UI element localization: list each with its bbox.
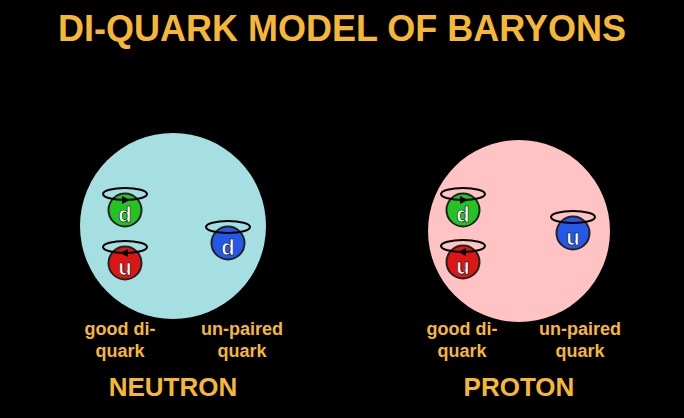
baryon-shape [80,133,266,319]
quark-flavor: d [445,197,481,233]
quark-flavor: u [555,220,591,256]
part-label: good di-quark [407,318,517,362]
part-label: un-paired quark [187,318,297,362]
spin-ring [206,221,250,233]
quark-flavor: d [210,230,246,266]
quark-flavor: d [107,197,143,233]
diagram-title: DI-QUARK MODEL OF BARYONS [0,8,684,50]
part-label: un-paired quark [525,318,635,362]
quark-circle: d [210,225,246,261]
particle-name: PROTON [428,372,610,402]
spin-ring [551,211,595,223]
particle-name: NEUTRON [80,372,266,402]
quark-circle: d [107,192,143,228]
baryon-circle: NEUTRONdud [80,133,266,319]
quark-flavor: u [445,249,481,285]
quark-circle: u [445,244,481,280]
quark-circle: d [445,192,481,228]
baryon-circle: PROTONduu [428,140,610,322]
quark-circle: u [555,215,591,251]
baryon-body [428,140,610,322]
baryon-body [80,133,266,319]
quark-circle: u [107,245,143,281]
part-label: good di-quark [65,318,175,362]
quark-flavor: u [107,250,143,286]
